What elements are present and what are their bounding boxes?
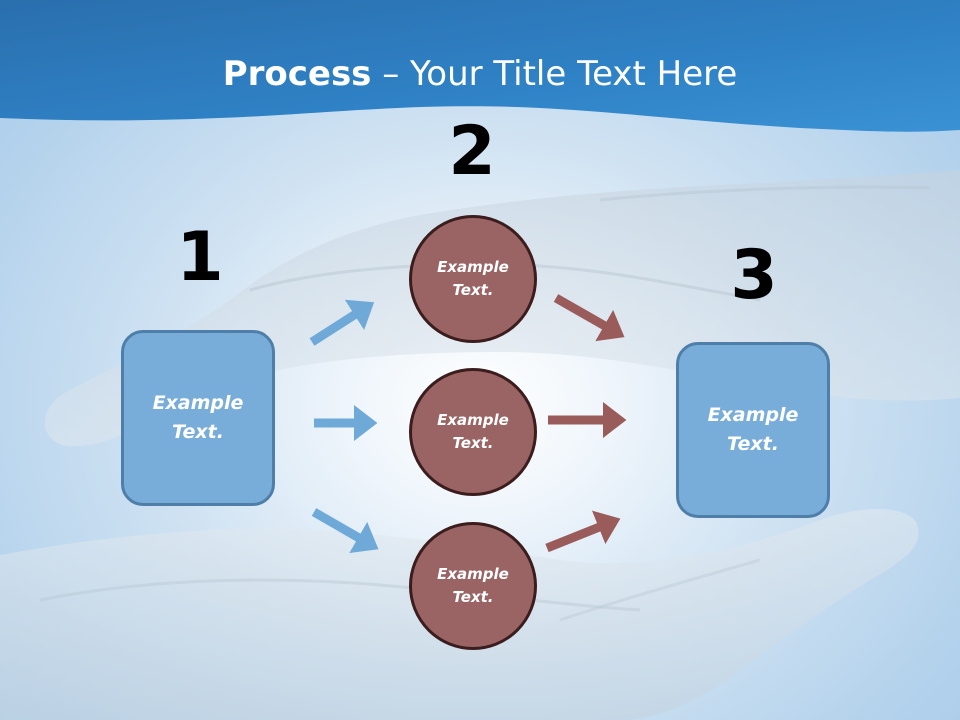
header-band (0, 0, 960, 132)
step-2-circle-middle: Example Text. (409, 368, 537, 496)
step-3-box: Example Text. (676, 342, 830, 518)
step-2-circle-bottom-text: Example Text. (437, 565, 509, 606)
title-bold: Process (222, 54, 372, 94)
step-number-1: 1 (176, 218, 224, 297)
step-2-circle-top-text: Example Text. (437, 258, 509, 299)
lower-hand-finger-line (39, 578, 641, 612)
step-2-circle-top: Example Text. (409, 215, 537, 343)
step-3-text: Example Text. (707, 404, 799, 455)
arrow-from-step-2-bottom (545, 510, 621, 553)
upper-hand-finger-line (599, 185, 931, 202)
step-2-circle-middle-text: Example Text. (437, 411, 509, 452)
step-2-circle-bottom: Example Text. (409, 522, 537, 650)
step-number-2: 2 (448, 112, 496, 191)
step-1-box: Example Text. (121, 330, 275, 506)
step-1-text: Example Text. (152, 392, 244, 443)
arrow-to-step-2-top (309, 299, 375, 346)
arrow-from-step-2-top (553, 294, 625, 342)
lower-hand-finger-line (559, 558, 761, 622)
slide-title: Process – Your Title Text Here (0, 52, 960, 96)
title-rest: – Your Title Text Here (371, 54, 738, 94)
arrow-to-step-2-bottom (311, 508, 379, 554)
step-number-3: 3 (730, 236, 778, 315)
